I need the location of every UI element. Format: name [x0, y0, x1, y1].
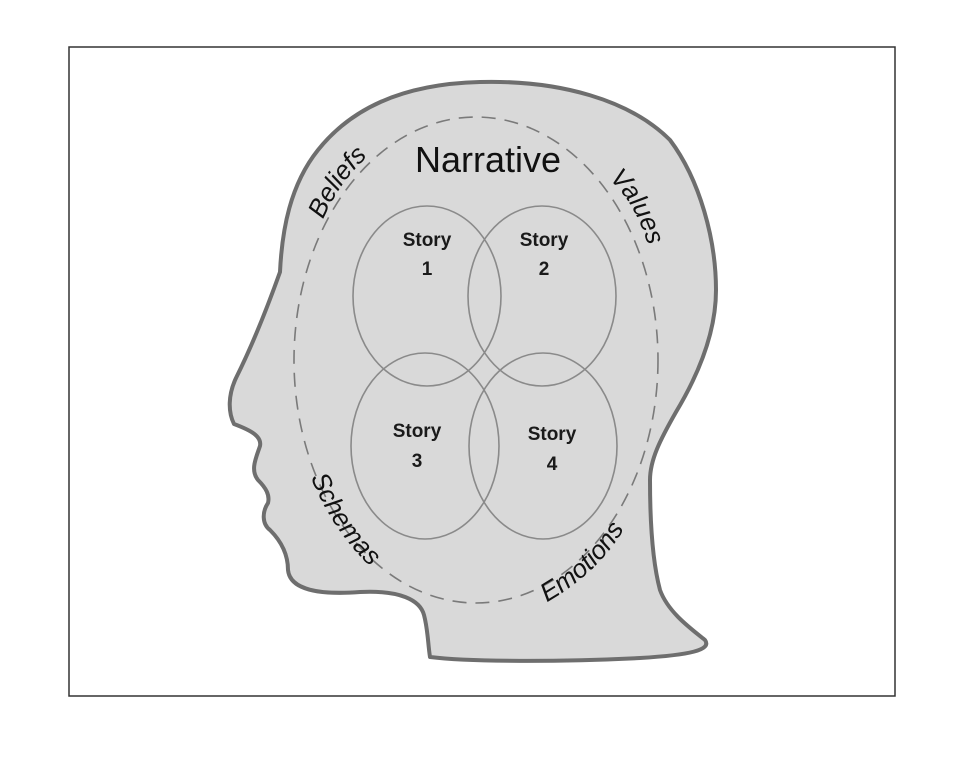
story-3-number: 3: [412, 451, 423, 472]
story-2-circle: [467, 205, 617, 387]
story-4-word: Story: [528, 424, 577, 445]
story-3-circle: [350, 352, 500, 540]
story-1-circle: [352, 205, 502, 387]
dashed-boundary-ring: [293, 116, 659, 604]
story-2-word: Story: [520, 230, 569, 251]
story-1-number: 1: [422, 259, 433, 280]
story-3-word: Story: [393, 421, 442, 442]
story-4-number: 4: [547, 454, 558, 475]
head-silhouette: [227, 79, 718, 663]
narrative-title: Narrative: [415, 139, 561, 180]
story-2-number: 2: [539, 259, 550, 280]
story-1-word: Story: [403, 230, 452, 251]
story-4-circle: [468, 352, 618, 540]
